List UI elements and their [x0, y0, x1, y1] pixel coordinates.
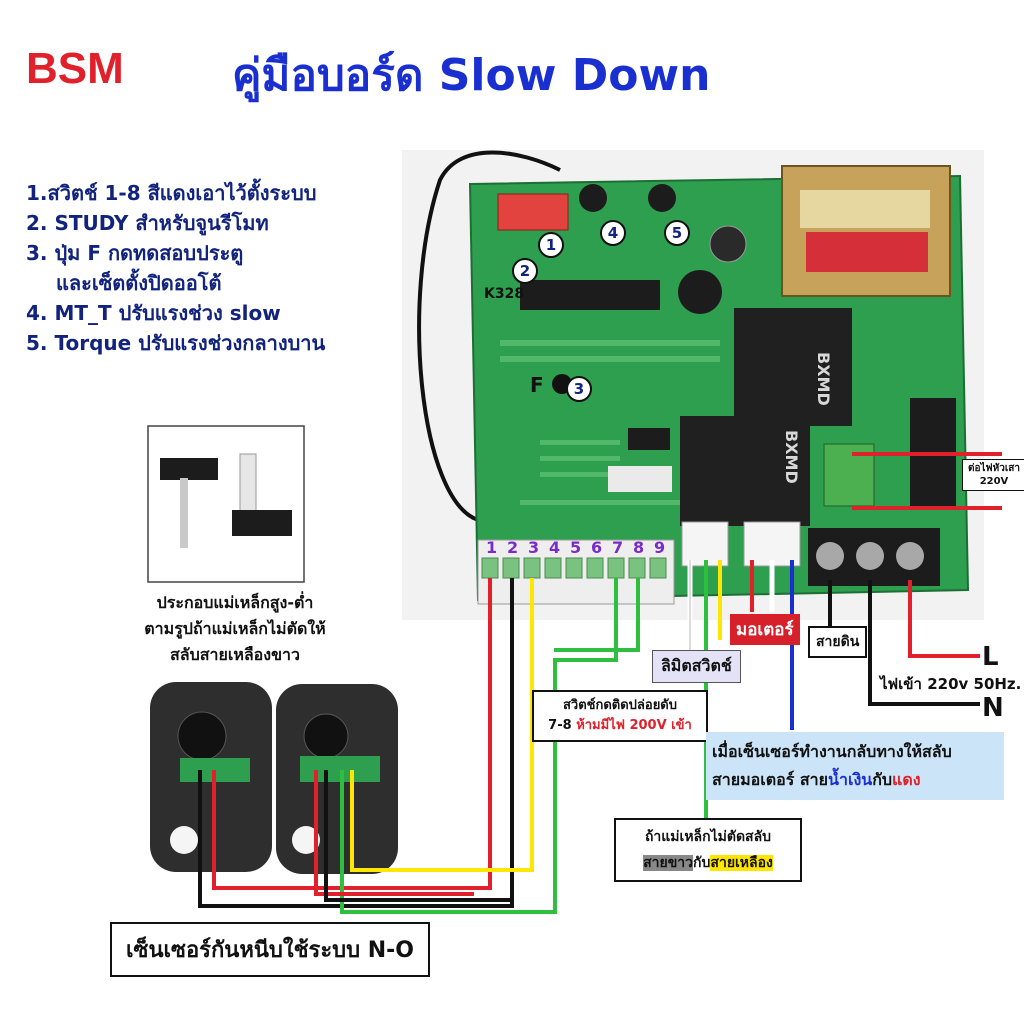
wire-red-1 [212, 578, 492, 890]
terminal-slots [481, 557, 667, 579]
swap-wire-note: ถ้าแม่เหล็กไม่ตัดสลับ สายขาวกับสายเหลือง [614, 818, 802, 882]
relay-bottom [680, 416, 810, 526]
ground-label: สายดิน [808, 626, 868, 658]
reverse-red-text: แดง [892, 770, 921, 789]
magnet-note-line: ประกอบแม่เหล็กสูง-ต่ำ [156, 593, 314, 612]
wire-neutral [868, 580, 980, 706]
torque-potentiometer [648, 184, 676, 212]
wire-black-2 [198, 578, 514, 908]
live-label: L [982, 642, 999, 672]
relay-brand-text: BXMD [814, 352, 833, 406]
push-switch-note: สวิตช์กดติดปล่อยดับ 7-8 ห้ามมีไฟ 200V เข… [532, 690, 708, 742]
swap-white-text: สายขาว [643, 855, 694, 871]
pcb-traces [500, 340, 720, 505]
terminal-number: 5 [570, 538, 582, 557]
reverse-prefix: สายมอเตอร์ สาย [712, 770, 829, 789]
antenna-wire [417, 150, 561, 522]
neutral-label: N [982, 693, 1004, 723]
wire-live [908, 580, 980, 658]
limit-switch-label: ลิมิตสวิตช์ [652, 650, 741, 683]
swap-yellow-text: สายเหลือง [710, 855, 773, 871]
transformer-core [800, 190, 930, 228]
sensor-left [150, 682, 272, 872]
wire-black-sensor [324, 770, 510, 902]
reverse-blue-text: น้ำเงิน [828, 770, 873, 789]
terminal-number: 9 [654, 538, 666, 557]
terminal-number: 8 [633, 538, 645, 557]
legend-item: 3. ปุ่ม F กดทดสอบประตู [26, 241, 244, 265]
magnet-note-line: สลับสายเหลืองขาว [170, 645, 300, 664]
ac-output-label: ต่อไฟหัวเสา 220V [962, 459, 1024, 491]
legend-item: 4. MT_T ปรับแรงช่วง slow [26, 301, 281, 325]
motor-plug [743, 521, 801, 567]
ac-output-line: 220V [979, 476, 1009, 487]
legend-item: 5. Torque ปรับแรงช่วงกลางบาน [26, 331, 326, 355]
relay-brand-text: BXMD [782, 430, 801, 484]
swap-mid-text: กับ [693, 855, 711, 871]
push-switch-line: สวิตช์กดติดปล่อยดับ [562, 698, 678, 713]
ac-output-line: ต่อไฟหัวเสา [968, 463, 1020, 474]
terminal-number: 1 [486, 538, 498, 557]
terminal-number: 4 [549, 538, 561, 557]
swap-line: ถ้าแม่เหล็กไม่ตัดสลับ [644, 829, 772, 845]
wire-red-sensor [314, 770, 474, 896]
swap-line: สายขาวกับสายเหลือง [620, 850, 796, 876]
buzzer [678, 270, 722, 314]
sensor-label: เซ็นเซอร์กันหนีบใช้ระบบ N-O [110, 922, 430, 977]
callout-1: 1 [538, 232, 564, 258]
push-switch-line: 7-8 ห้ามมีไฟ 200V เข้า [540, 716, 700, 736]
magnet-low [232, 510, 292, 536]
magnet-note-line: ตามรูปถ้าแม่เหล็กไม่ตัดให้ [144, 619, 326, 638]
reverse-line: เมื่อเซ็นเซอร์ทำงานกลับทางให้สลับ [712, 742, 952, 761]
magnet-note: ประกอบแม่เหล็กสูง-ต่ำ ตามรูปถ้าแม่เหล็กไ… [110, 590, 360, 668]
f-button-label: F [530, 373, 544, 397]
terminal-number: 6 [591, 538, 603, 557]
power-terminals [808, 528, 940, 586]
capacitor [709, 225, 747, 263]
limit-switch-plug [681, 521, 729, 567]
brand-logo: BSM [26, 44, 124, 93]
legend-item: 2. STUDY สำหรับจูนรีโมท [26, 211, 269, 235]
push-switch-warning: ห้ามมีไฟ 200V เข้า [576, 718, 692, 733]
board-model: K328 [484, 286, 525, 302]
callout-3: 3 [566, 376, 592, 402]
magnet-bracket [180, 478, 188, 548]
legend-item: และเซ็ตตั้งปิดออโต้ [56, 271, 222, 295]
reverse-direction-note: เมื่อเซ็นเซอร์ทำงานกลับทางให้สลับ สายมอเ… [706, 732, 1004, 800]
terminal-number: 3 [528, 538, 540, 557]
relay-top [734, 308, 852, 426]
power-input-label: ไฟเข้า 220v 50Hz. [880, 675, 1022, 693]
motor-label: มอเตอร์ [730, 614, 800, 645]
callout-4: 4 [600, 220, 626, 246]
slide-switch [628, 428, 670, 450]
magnet-photo-frame [147, 425, 305, 583]
white-connector [608, 466, 672, 492]
push-switch-prefix: 7-8 [548, 718, 577, 733]
wire-green-8 [554, 578, 640, 652]
reverse-mid-text: กับ [872, 770, 893, 789]
mt-t-potentiometer [579, 184, 607, 212]
transformer [781, 165, 951, 297]
wire-green-7 [340, 578, 618, 914]
magnet-high [160, 458, 218, 480]
callout-5: 5 [664, 220, 690, 246]
terminal-number: 2 [507, 538, 519, 557]
callout-2: 2 [512, 258, 538, 284]
legend-list: 1.สวิตช์ 1-8 สีแดงเอาไว้ตั้งระบบ 2. STUD… [26, 178, 325, 358]
dip-switch [497, 193, 569, 231]
mcu-chip [520, 280, 660, 310]
sensor-right [276, 684, 398, 874]
page-title: คู่มือบอร์ด Slow Down [232, 50, 711, 101]
magnet-rod [239, 453, 257, 515]
reverse-line: สายมอเตอร์ สายน้ำเงินกับแดง [712, 766, 998, 794]
terminal-number: 7 [612, 538, 624, 557]
legend-item: 1.สวิตช์ 1-8 สีแดงเอาไว้ตั้งระบบ [26, 181, 317, 205]
transformer-coil [806, 232, 928, 272]
